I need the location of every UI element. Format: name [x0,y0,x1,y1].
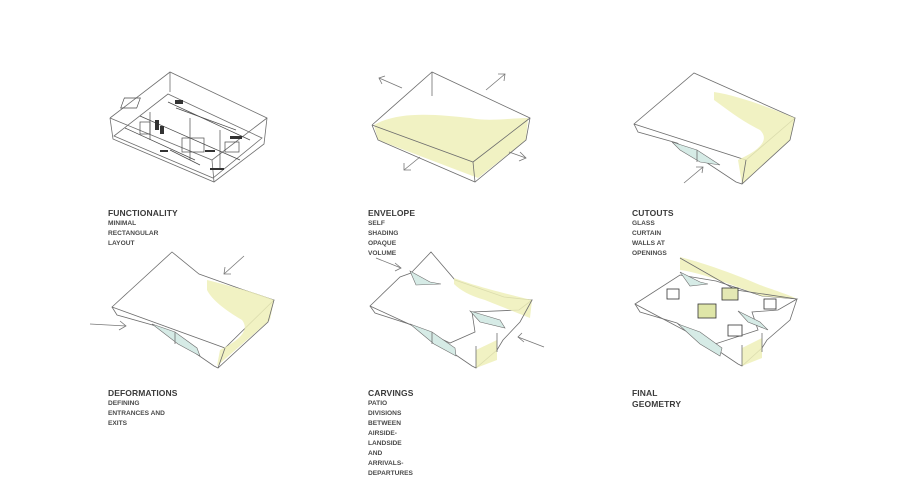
panel-title: FINAL GEOMETRY [632,388,682,409]
panel-subtitle: AIRSIDE-LANDSIDE AND ARRIVALS-DEPARTURES [368,430,413,477]
closed-volume-with-glass-cutout-icon [633,72,796,185]
caption-functionality: FUNCTIONALITY MINIMAL RECTANGULAR LAYOUT [108,208,178,249]
panel-title: FUNCTIONALITY [108,208,178,218]
caption-envelope: ENVELOPE SELF SHADING OPAQUE VOLUME [368,208,415,259]
final-volume-with-courtyards-icon [634,257,799,367]
panel-subtitle: MINIMAL RECTANGULAR LAYOUT [108,220,159,247]
panel-subtitle: SELF SHADING OPAQUE VOLUME [368,220,399,257]
panel-title: CUTOUTS [632,208,674,218]
carved-volume-with-patio-arrows-icon [369,251,545,369]
panel-subtitle: DEFINING ENTRANCES AND EXITS [108,400,165,427]
panel-title: DEFORMATIONS [108,388,178,398]
entry-arrow-icon [683,166,704,184]
panel-title: CARVINGS [368,388,414,398]
caption-final-geometry: FINAL GEOMETRY [632,388,681,410]
open-box-with-expansion-arrows-icon [371,71,531,183]
caption-deformations: DEFORMATIONS DEFINING ENTRANCES AND EXIT… [108,388,178,429]
panel-subtitle: GLASS CURTAIN WALLS AT OPENINGS [632,220,667,257]
deformed-volume-with-entry-arrows-icon [89,251,275,369]
panel-subtitle: PATIO DIVISIONS BETWEEN [368,400,402,427]
panel-title: ENVELOPE [368,208,416,218]
expansion-arrows-icon [378,73,527,171]
wireframe-box-with-floorplan-icon [109,71,268,183]
patio-arrows-icon [375,257,545,348]
caption-cutouts: CUTOUTS GLASS CURTAIN WALLS AT OPENINGS [632,208,674,259]
entry-arrow-icon [89,255,245,331]
